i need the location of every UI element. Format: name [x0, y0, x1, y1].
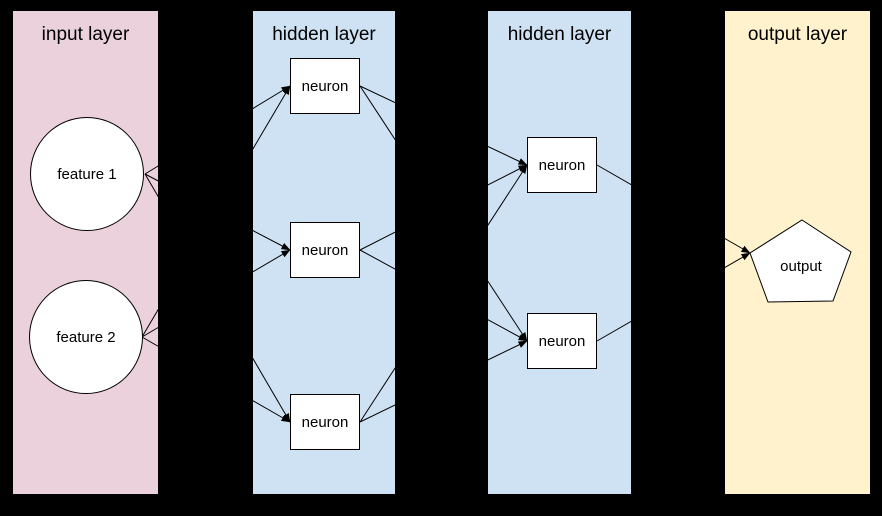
edge-h2n1-output [596, 164, 751, 254]
input-layer-title: input layer [41, 24, 130, 45]
layer-column-hidden-2: hidden layer [488, 11, 631, 494]
edge-h1n1-h2n1 [359, 85, 528, 166]
edge-feature2-h1n1 [141, 85, 291, 338]
edge-h1n3-h2n1 [359, 164, 528, 423]
hidden2-neuron-1-node: neuron [527, 137, 597, 193]
hidden1-neuron-1-node: neuron [290, 58, 360, 114]
feature-2-node: feature 2 [29, 280, 143, 394]
feature-1-node: feature 1 [30, 117, 144, 231]
edge-feature1-h1n3 [144, 173, 291, 423]
output-node-shape [749, 219, 852, 303]
edge-feature1-h1n2 [144, 173, 291, 251]
hidden2-neuron-2-node: neuron [527, 313, 597, 369]
edge-feature2-h1n3 [141, 336, 291, 423]
output-layer-title: output layer [747, 24, 848, 45]
hidden-layer-2-title: hidden layer [507, 24, 612, 45]
edge-h1n1-h2n2 [359, 85, 528, 342]
output-node-label: output [780, 258, 822, 275]
layer-column-input: input layer [13, 11, 158, 494]
hidden-layer-1-title: hidden layer [272, 24, 376, 45]
hidden1-neuron-3-node: neuron [290, 394, 360, 450]
edge-h1n2-h2n1 [359, 164, 528, 251]
hidden1-neuron-2-node: neuron [290, 222, 360, 278]
edge-feature2-h1n2 [141, 249, 291, 338]
edge-h1n3-h2n2 [359, 340, 528, 423]
edge-h2n2-output [596, 252, 751, 342]
edge-h1n2-h2n2 [359, 249, 528, 342]
edge-feature1-h1n1 [144, 85, 291, 175]
